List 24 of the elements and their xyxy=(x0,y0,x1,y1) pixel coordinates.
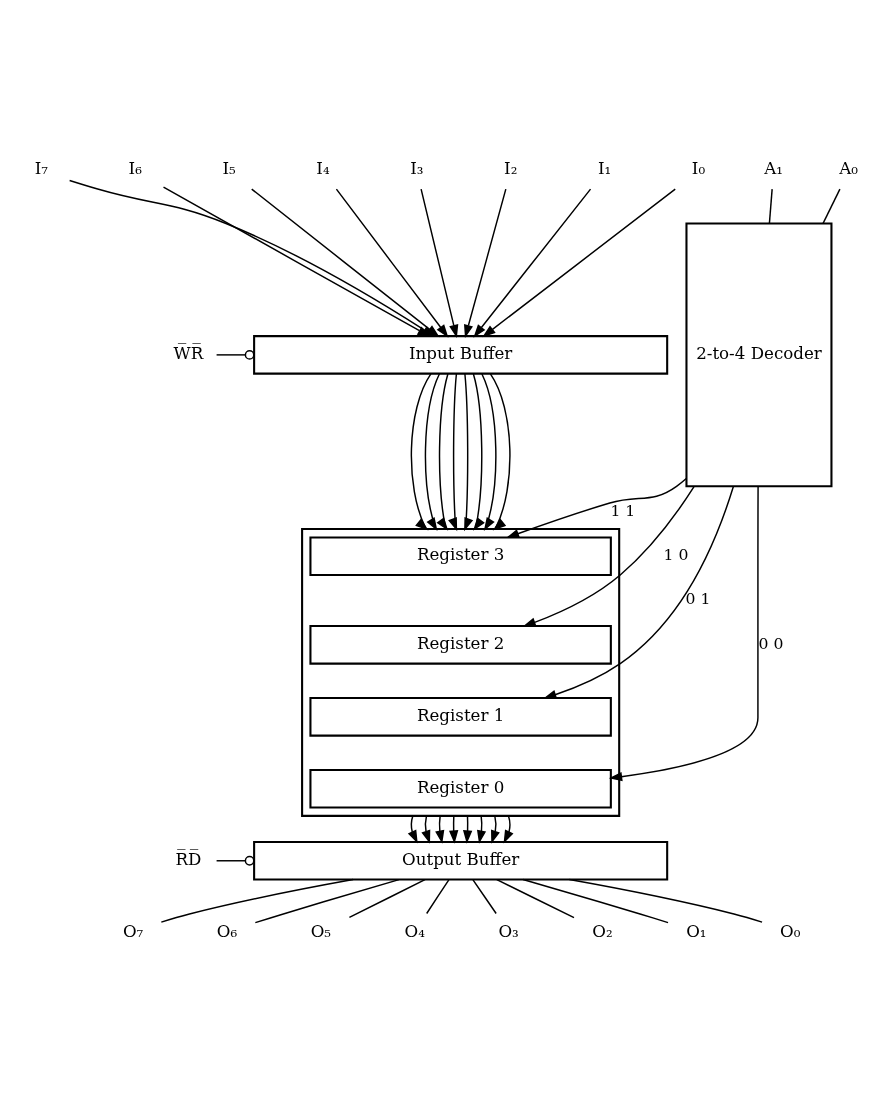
node-text: O₀ xyxy=(779,921,800,941)
node-text: A₁ xyxy=(763,158,783,178)
node-text: I₂ xyxy=(503,158,517,178)
node-text: O₃ xyxy=(497,921,519,941)
node-text: O₅ xyxy=(310,921,331,941)
node-text: I₅ xyxy=(221,158,236,178)
node-text: O₆ xyxy=(216,921,237,941)
node-text: A₀ xyxy=(838,158,858,178)
node-text: O₇ xyxy=(122,921,143,941)
node-text: I₀ xyxy=(691,158,705,178)
node-text: I₁ xyxy=(597,158,611,178)
edge-label: 1 0 xyxy=(663,544,688,564)
node-text: O₁ xyxy=(685,921,707,941)
node-text: O₄ xyxy=(404,921,425,941)
node-text: I₃ xyxy=(409,158,423,178)
edge-label: 1 1 xyxy=(609,500,635,520)
node-text: R̅D̅ xyxy=(174,849,201,869)
node-text: I₄ xyxy=(315,158,330,178)
edge-label: 0 0 xyxy=(758,633,783,652)
node-text: O₂ xyxy=(591,921,613,941)
node-text: I₇ xyxy=(34,158,48,178)
node-text: I₆ xyxy=(128,158,142,178)
edge-label: 0 1 xyxy=(685,588,710,608)
node-text: W̅R̅ xyxy=(173,343,203,363)
